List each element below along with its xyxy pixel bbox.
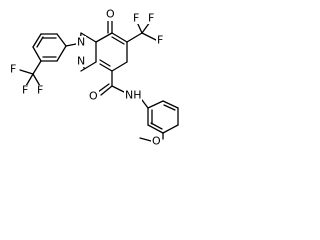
bond-anisyl-4 (162, 124, 179, 134)
bond-anisyl-5-double (150, 122, 163, 130)
bond-anisyl-2-double (163, 104, 176, 111)
bond-amide-cn (111, 85, 127, 94)
bond-c7-n8 (111, 61, 128, 72)
atom-labels: O N N F F F F F F O NH O (9, 8, 165, 148)
chemical-structure-diagram: O N N F F F F F F O NH O (9, 8, 179, 148)
bond-cf3-f-bottom-right (32, 73, 41, 87)
amide-nh-label: NH (125, 89, 142, 102)
bond-anisyl-5 (147, 124, 164, 134)
bond-cf3-f-left (19, 69, 34, 75)
pyridazinone-oxygen-label: O (106, 8, 115, 21)
bond-aryl-3 (32, 33, 42, 48)
bond-aryl-3-double (36, 36, 44, 48)
bond-cf3-f-bottom-left (25, 73, 34, 87)
ring-nitrogen-1-label: N (77, 36, 85, 49)
bond-aryl-4 (32, 46, 42, 62)
ring-cf3-fluorine-top-left-label: F (133, 12, 139, 25)
bond-anisyl-2 (162, 100, 179, 109)
bond-c3-c4 (80, 61, 97, 72)
ring-cf3-fluorine-right-label: F (157, 34, 163, 47)
bond-amide-co (100, 85, 113, 96)
ring-cf3-fluorine-top-right-label: F (148, 12, 154, 25)
bond-n1-n2 (80, 32, 97, 43)
bond-aryl-6 (56, 45, 67, 62)
bond-c5-c6 (111, 32, 128, 43)
amide-oxygen-label: O (89, 90, 98, 103)
aryl-cf3-fluorine-left-label: F (10, 63, 16, 76)
bond-methyl (139, 137, 152, 142)
ring-nitrogen-2-label: N (77, 55, 85, 68)
bond-aryl-cf3 (32, 60, 42, 75)
aryl-cf3-fluorine-bottom-left-label: F (22, 84, 28, 97)
bond-amide-co-double (97, 83, 110, 93)
bond-c5-c6-double (111, 36, 125, 45)
bond-anisyl-1 (147, 100, 164, 109)
bond-c4-c5 (95, 32, 113, 43)
aryl-cf3-fluorine-bottom-right-label: F (37, 84, 43, 97)
bond-n8-n1 (99, 63, 113, 72)
bond-cf3-f-r (141, 32, 159, 42)
methoxy-oxygen-label: O (152, 135, 161, 148)
bond-n-n-double (99, 59, 111, 67)
bond-ring-cf3 (126, 32, 143, 43)
bond-aryl-1 (56, 33, 67, 47)
bond-lines (19, 18, 179, 142)
